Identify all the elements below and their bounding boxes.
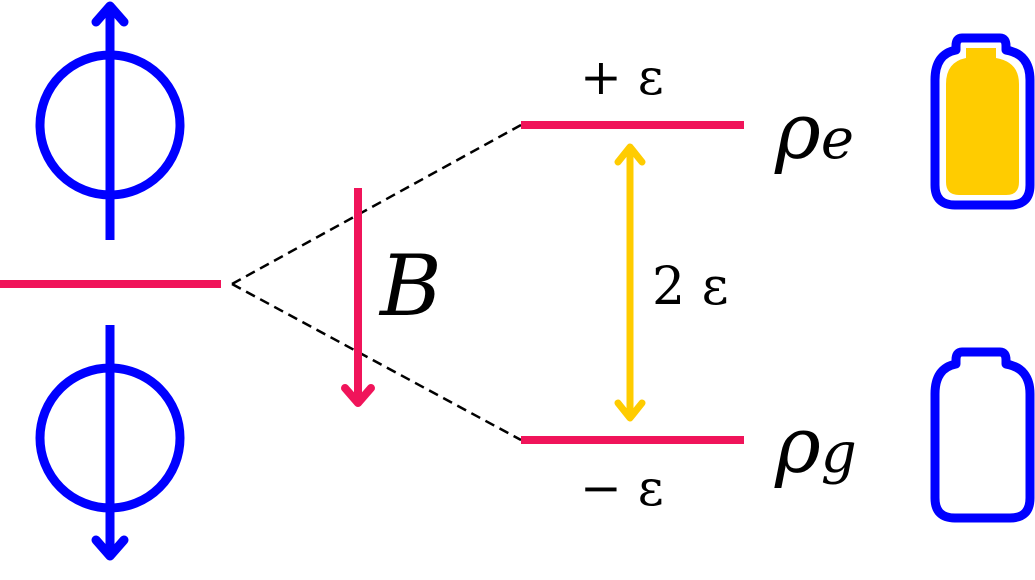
excited-state-symbol: ρ: [774, 87, 821, 177]
excited-state-subscript: e: [821, 107, 854, 172]
connector-to-upper-level: [231, 123, 522, 286]
battery-empty-icon: [930, 347, 1035, 523]
spin-up-icon: [35, 1, 185, 240]
battery-empty-outline: [930, 347, 1035, 523]
battery-full-outline: [930, 33, 1035, 210]
transition-arrowhead-up: [614, 143, 646, 166]
lower-energy-label: − ε: [580, 459, 664, 517]
field-arrowhead: [341, 384, 375, 407]
gap-label: 2 ε: [652, 257, 729, 317]
upper-energy-label: + ε: [580, 48, 664, 106]
field-label: B: [378, 237, 442, 335]
spin-down-icon: [35, 325, 185, 561]
magnetic-field-arrow: [341, 188, 375, 407]
spin-up-arrowhead: [91, 1, 129, 27]
battery-full-icon: [930, 33, 1035, 210]
battery-full-charge: [946, 48, 1019, 195]
connector-to-lower-level: [231, 282, 522, 442]
transition-arrowhead-down: [614, 399, 646, 422]
excited-state-label: ρe: [774, 87, 854, 177]
ground-state-label: ρg: [774, 401, 857, 491]
spin-down-arrowhead: [91, 535, 129, 561]
transition-double-arrow: [614, 143, 646, 422]
ground-state-subscript: g: [821, 421, 857, 486]
ground-state-symbol: ρ: [774, 401, 821, 491]
